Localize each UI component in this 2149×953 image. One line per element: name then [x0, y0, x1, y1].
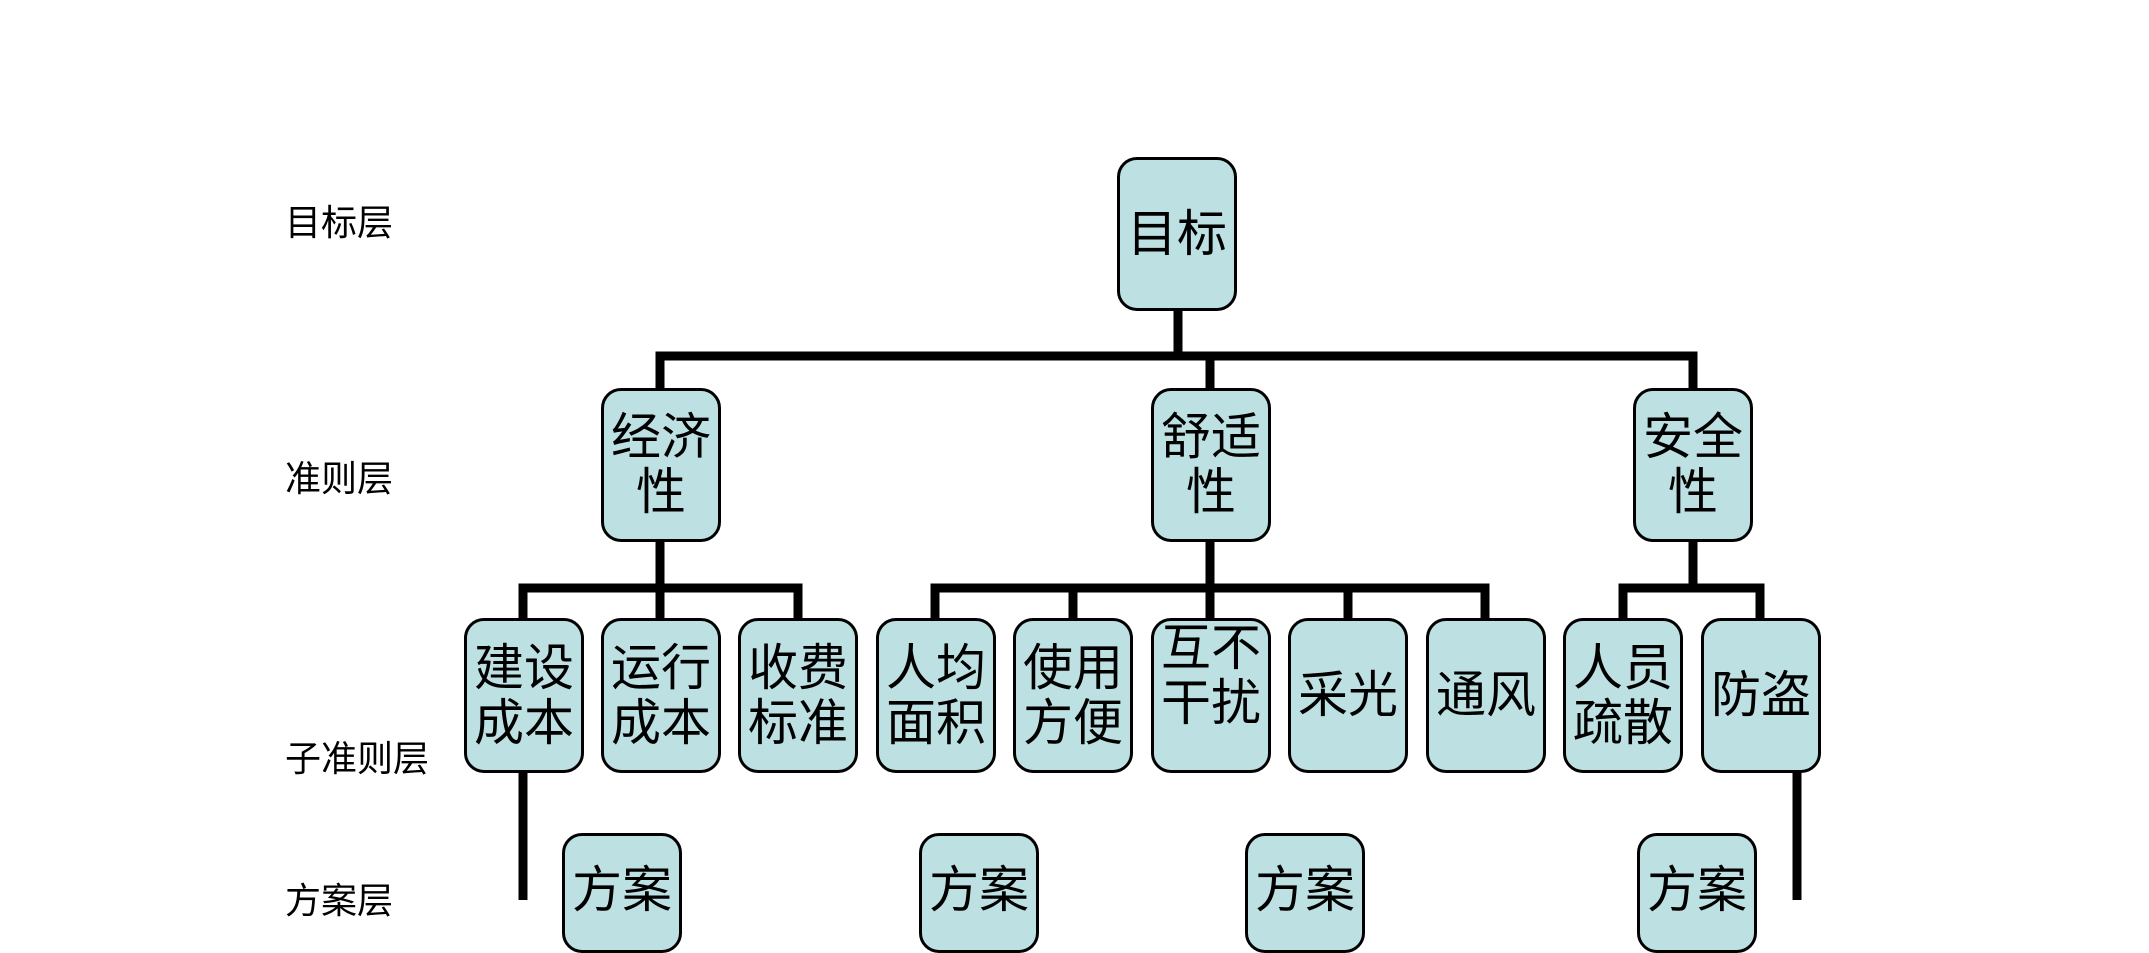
subcriterion-node: 建设成本 [464, 618, 584, 773]
alternative-node: 方案 [1245, 833, 1365, 953]
alternative-node: 方案 [1637, 833, 1757, 953]
goal-node: 目标 [1117, 157, 1237, 311]
subcriterion-node: 采光 [1288, 618, 1408, 773]
subcriterion-node: 防盗 [1701, 618, 1821, 773]
criterion-node-safety: 安全性 [1633, 388, 1753, 542]
subcriterion-node: 人员疏散 [1563, 618, 1683, 773]
subcriterion-node: 使用方便 [1013, 618, 1133, 773]
alternative-node: 方案 [562, 833, 682, 953]
layer-label-subcriteria: 子准则层 [285, 739, 430, 780]
hierarchy-diagram: 目标层 准则层 子准则层 方案层 目标 经济性 舒适性 安全性 建设成本 运行成… [285, 157, 1821, 953]
connector-lines [518, 305, 1802, 900]
subcriterion-node: 互不干扰 [1151, 618, 1271, 773]
subcriterion-node: 通风 [1426, 618, 1546, 773]
criterion-node-economic: 经济性 [601, 388, 721, 542]
layer-label-goal: 目标层 [285, 203, 394, 244]
layer-label-criteria: 准则层 [285, 459, 394, 500]
alternative-node: 方案 [919, 833, 1039, 953]
subcriterion-node: 收费标准 [738, 618, 858, 773]
criterion-node-comfort: 舒适性 [1151, 388, 1271, 542]
layer-label-alternatives: 方案层 [285, 881, 394, 922]
subcriterion-node: 人均面积 [876, 618, 996, 773]
subcriterion-node: 运行成本 [601, 618, 721, 773]
